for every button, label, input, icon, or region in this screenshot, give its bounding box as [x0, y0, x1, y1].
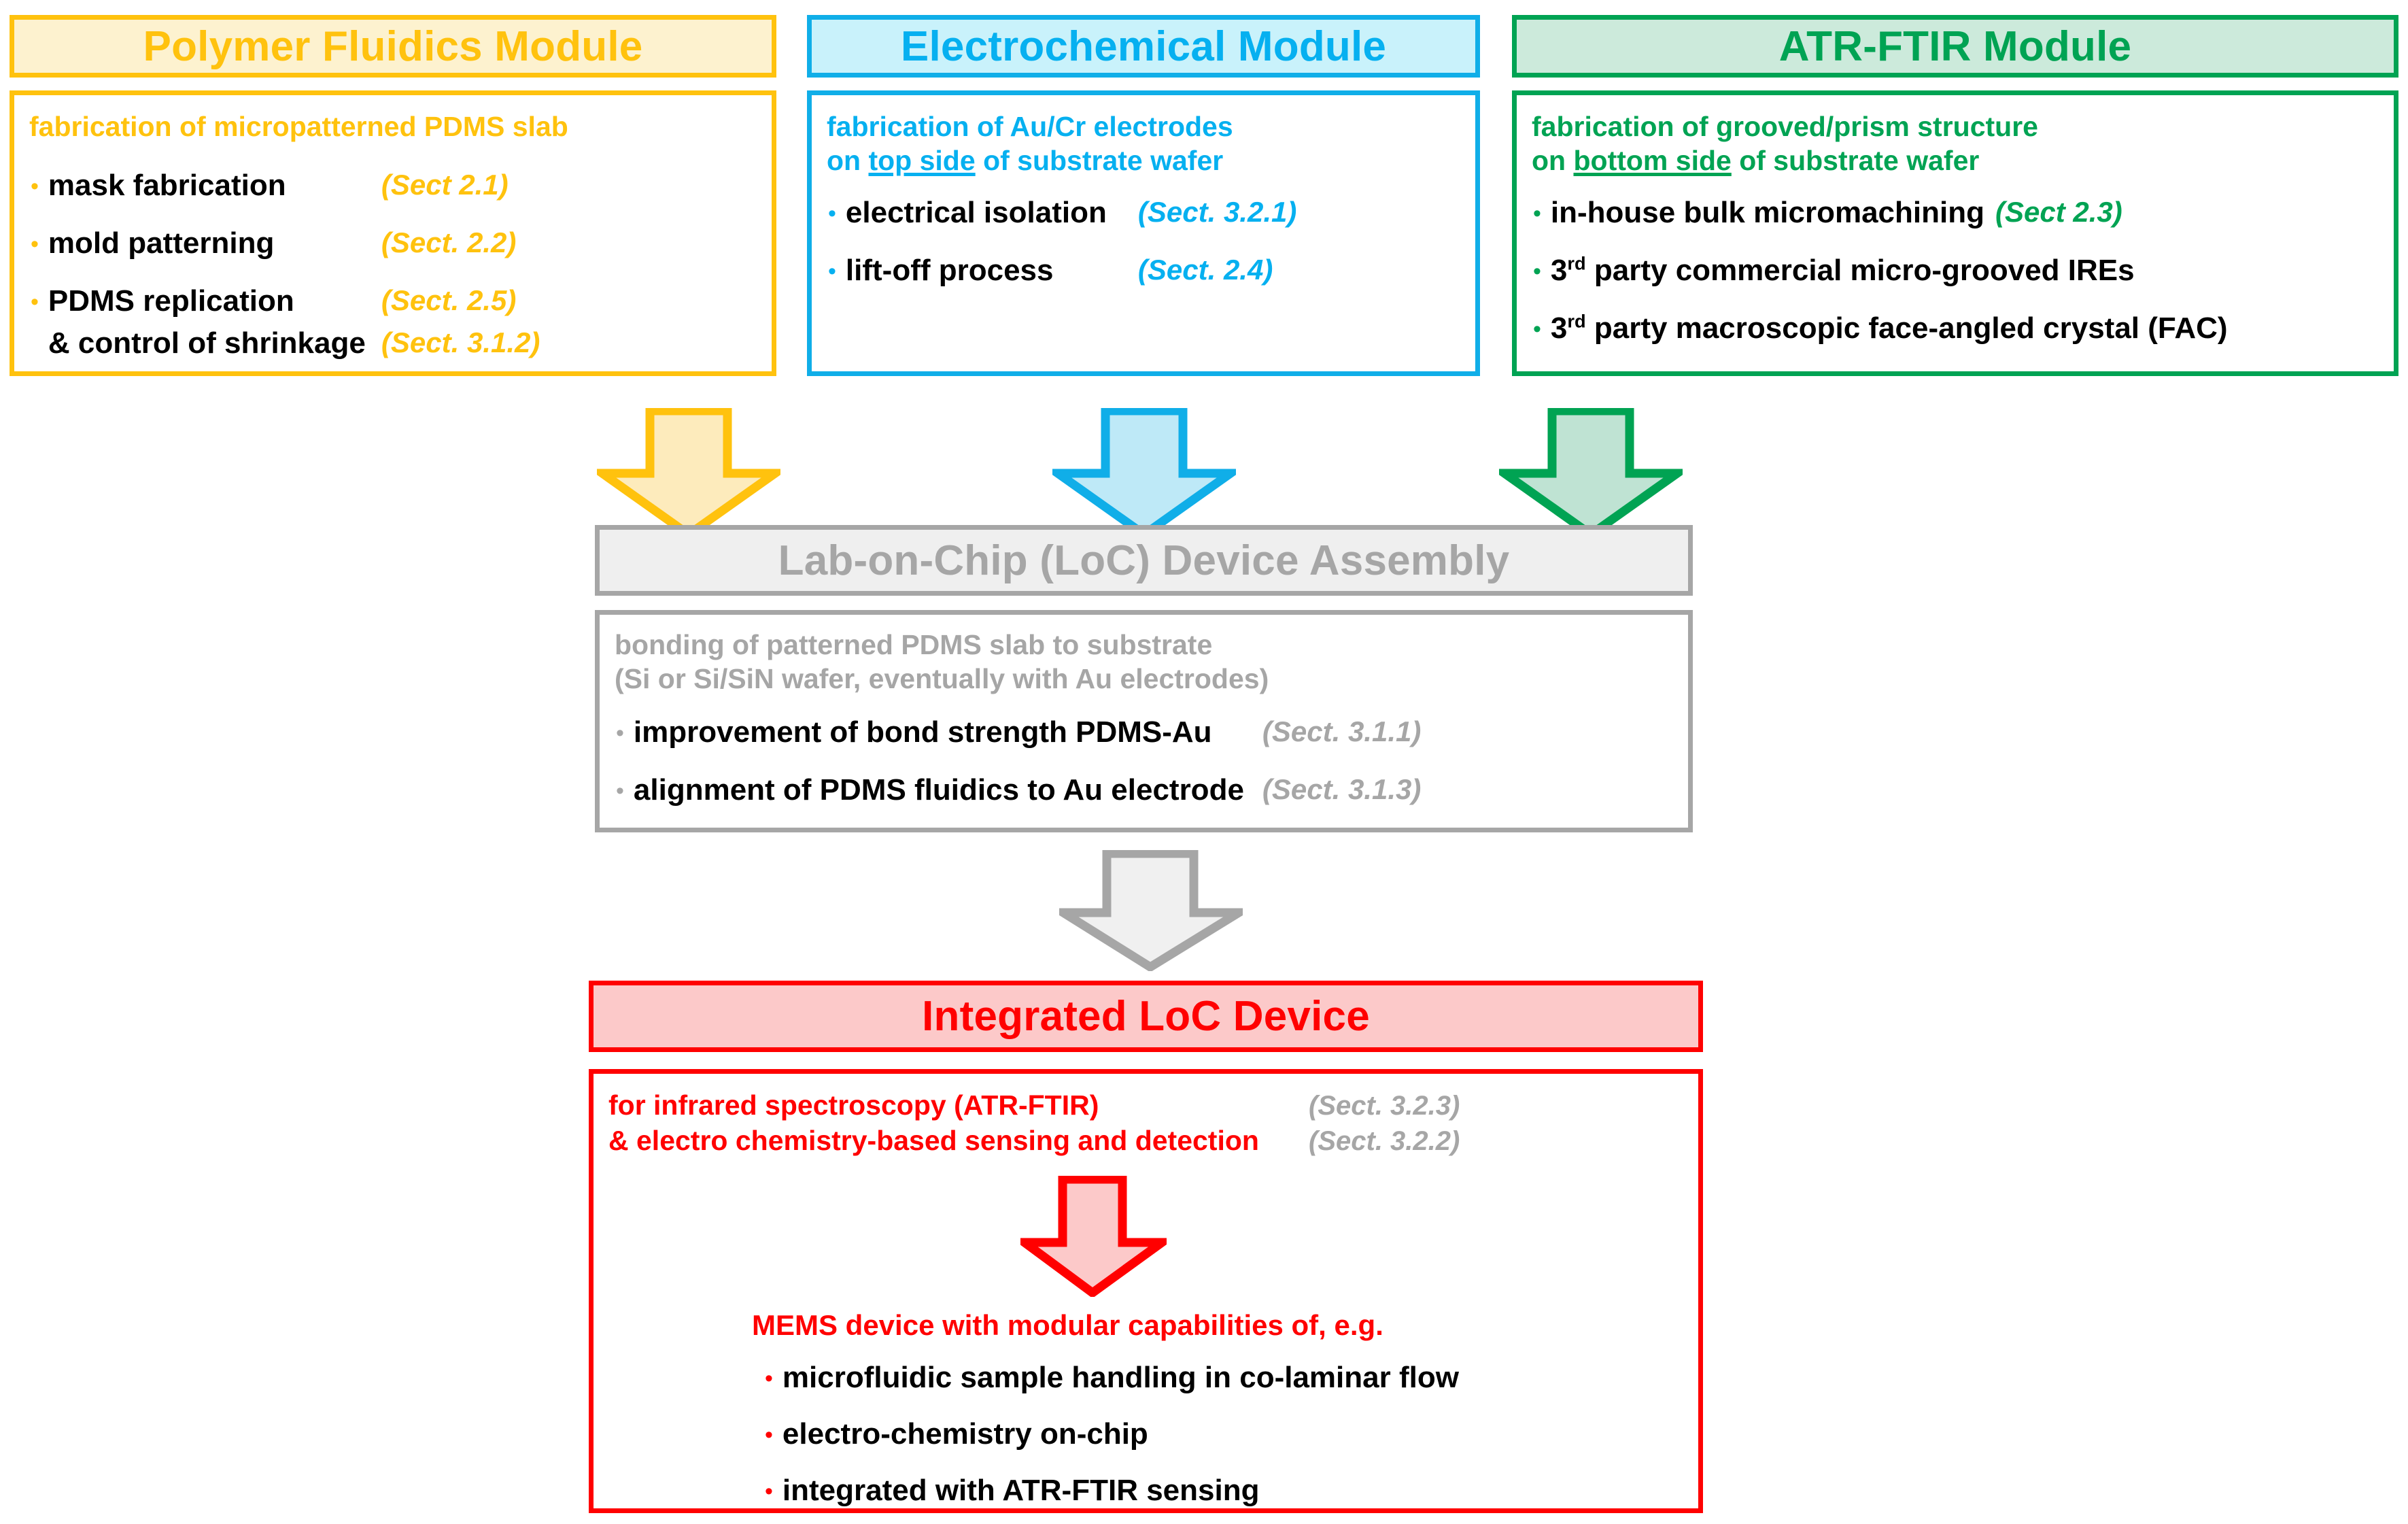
list-item: • mold patterning (Sect. 2.2): [31, 226, 516, 261]
polymer-item-1-section: (Sect. 2.2): [381, 226, 517, 258]
integrated-lead-row-0: for infrared spectroscopy (ATR-FTIR) (Sec…: [608, 1089, 1460, 1122]
integrated-lead-0-section: (Sect. 3.2.3): [1309, 1091, 1460, 1121]
polymer-item-0-label: mask fabrication: [48, 169, 286, 202]
atrftir-item-2-label: 3rd party macroscopic face-angled crysta…: [1550, 310, 2228, 345]
list-item: • PDMS replication (Sect. 2.5): [31, 284, 516, 319]
polymer-module-body: fabrication of micropatterned PDMS slab …: [10, 90, 776, 376]
list-item: • mask fabrication (Sect 2.1): [31, 169, 509, 203]
atrftir-module-header: ATR-FTIR Module: [1512, 15, 2398, 78]
list-item: • 3rd party macroscopic face-angled crys…: [1533, 311, 2228, 346]
electrochemical-module-title: Electrochemical Module: [900, 22, 1387, 70]
integrated-lead-1-text: & electro chemistry-based sensing and de…: [608, 1125, 1259, 1156]
assembly-item-0-label: improvement of bond strength PDMS-Au: [633, 715, 1212, 749]
electrochemical-module-body: fabrication of Au/Cr electrodes on top s…: [807, 90, 1480, 376]
electrochemical-item-1-section: (Sect. 2.4): [1137, 254, 1273, 286]
bottom-side-underlined: bottom side: [1573, 145, 1732, 176]
integrated-header: Integrated LoC Device: [589, 981, 1703, 1052]
bullet-icon: •: [616, 778, 624, 804]
atrftir-lead-line-2: on bottom side of substrate wafer: [1532, 145, 1980, 176]
outcome-item-1-label: electro-chemistry on-chip: [782, 1417, 1148, 1451]
top-side-underlined: top side: [868, 145, 976, 176]
list-item: • electro-chemistry on-chip: [765, 1417, 1148, 1452]
integrated-lead-1-section: (Sect. 3.2.2): [1309, 1126, 1460, 1156]
bullet-icon: •: [828, 258, 836, 284]
assembly-item-1-section: (Sect. 3.1.3): [1262, 773, 1422, 805]
arrow-integrated-to-outcome: [1020, 1176, 1167, 1297]
atrftir-item-0-section: (Sect 2.3): [1995, 196, 2122, 228]
polymer-item-1-label: mold patterning: [48, 226, 275, 260]
polymer-lead-line-1: fabrication of micropatterned PDMS slab: [29, 111, 568, 142]
bullet-icon: •: [1533, 201, 1541, 226]
electrochemical-item-1-label: lift-off process: [845, 254, 1054, 287]
polymer-item-2-section: (Sect. 2.5): [381, 284, 517, 316]
bullet-icon: •: [765, 1478, 773, 1504]
atrftir-item-0-label: in-house bulk micromachining: [1550, 196, 1984, 229]
assembly-title: Lab-on-Chip (LoC) Device Assembly: [778, 537, 1510, 584]
integrated-lead-row-1: & electro chemistry-based sensing and de…: [608, 1124, 1460, 1157]
polymer-item-2-label: PDMS replication: [48, 284, 294, 318]
list-item: • alignment of PDMS fluidics to Au elect…: [616, 773, 1421, 808]
bullet-icon: •: [828, 201, 836, 226]
list-item: • improvement of bond strength PDMS-Au (…: [616, 715, 1421, 750]
electrochemical-module-header: Electrochemical Module: [807, 15, 1480, 78]
atrftir-lead-line-1: fabrication of grooved/prism structure: [1532, 111, 2038, 142]
list-item: • microfluidic sample handling in co-lam…: [765, 1361, 1459, 1395]
atrftir-module-body: fabrication of grooved/prism structure o…: [1512, 90, 2398, 376]
outcome-item-2-label: integrated with ATR-FTIR sensing: [782, 1474, 1260, 1507]
electrochemical-item-0-label: electrical isolation: [845, 196, 1107, 229]
outcome-item-0-label: microfluidic sample handling in co-lamin…: [782, 1361, 1459, 1394]
electrochemical-lead-line-2: on top side of substrate wafer: [827, 145, 1224, 176]
bullet-icon: •: [1533, 316, 1541, 342]
assembly-item-0-section: (Sect. 3.1.1): [1262, 715, 1422, 747]
list-item: • lift-off process (Sect. 2.4): [828, 254, 1273, 288]
arrow-electrochemical-to-assembly: [1052, 408, 1236, 537]
list-item: • 3rd party commercial micro-grooved IRE…: [1533, 254, 2135, 288]
assembly-lead-line-2: (Si or Si/SiN wafer, eventually with Au …: [615, 663, 1269, 694]
bullet-icon: •: [765, 1422, 773, 1448]
bullet-icon: •: [765, 1366, 773, 1391]
list-item: • integrated with ATR-FTIR sensing: [765, 1474, 1259, 1508]
polymer-item-3-label: & control of shrinkage: [48, 326, 366, 360]
polymer-module-title: Polymer Fluidics Module: [143, 22, 643, 70]
electrochemical-item-0-section: (Sect. 3.2.1): [1137, 196, 1297, 228]
outcome-title: MEMS device with modular capabilities of…: [752, 1309, 1383, 1341]
arrow-assembly-to-integrated: [1059, 850, 1243, 971]
atrftir-module-title: ATR-FTIR Module: [1778, 22, 2132, 70]
integrated-body: for infrared spectroscopy (ATR-FTIR) (Sec…: [589, 1069, 1703, 1513]
bullet-icon: •: [31, 289, 39, 315]
bullet-icon: •: [31, 231, 39, 257]
bullet-icon: •: [31, 173, 39, 199]
integrated-lead-0-text: for infrared spectroscopy (ATR-FTIR): [608, 1089, 1099, 1121]
list-item: • in-house bulk micromachining (Sect 2.3…: [1533, 196, 2122, 231]
assembly-lead-line-1: bonding of patterned PDMS slab to substr…: [615, 629, 1213, 660]
integrated-title: Integrated LoC Device: [922, 993, 1370, 1040]
assembly-body: bonding of patterned PDMS slab to substr…: [595, 610, 1693, 832]
polymer-item-3-section: (Sect. 3.1.2): [381, 326, 540, 358]
bullet-icon: •: [616, 720, 624, 746]
polymer-item-0-section: (Sect 2.1): [381, 169, 509, 201]
bullet-icon: •: [1533, 258, 1541, 284]
assembly-header: Lab-on-Chip (LoC) Device Assembly: [595, 525, 1693, 596]
list-item: • electrical isolation (Sect. 3.2.1): [828, 196, 1296, 231]
arrow-atrftir-to-assembly: [1499, 408, 1683, 537]
electrochemical-lead-line-1: fabrication of Au/Cr electrodes: [827, 111, 1233, 142]
assembly-item-1-label: alignment of PDMS fluidics to Au electro…: [633, 773, 1244, 807]
atrftir-item-1-label: 3rd party commercial micro-grooved IREs: [1550, 252, 2135, 287]
list-item: • & control of shrinkage (Sect. 3.1.2): [31, 326, 540, 361]
polymer-module-header: Polymer Fluidics Module: [10, 15, 776, 78]
arrow-polymer-to-assembly: [597, 408, 780, 537]
